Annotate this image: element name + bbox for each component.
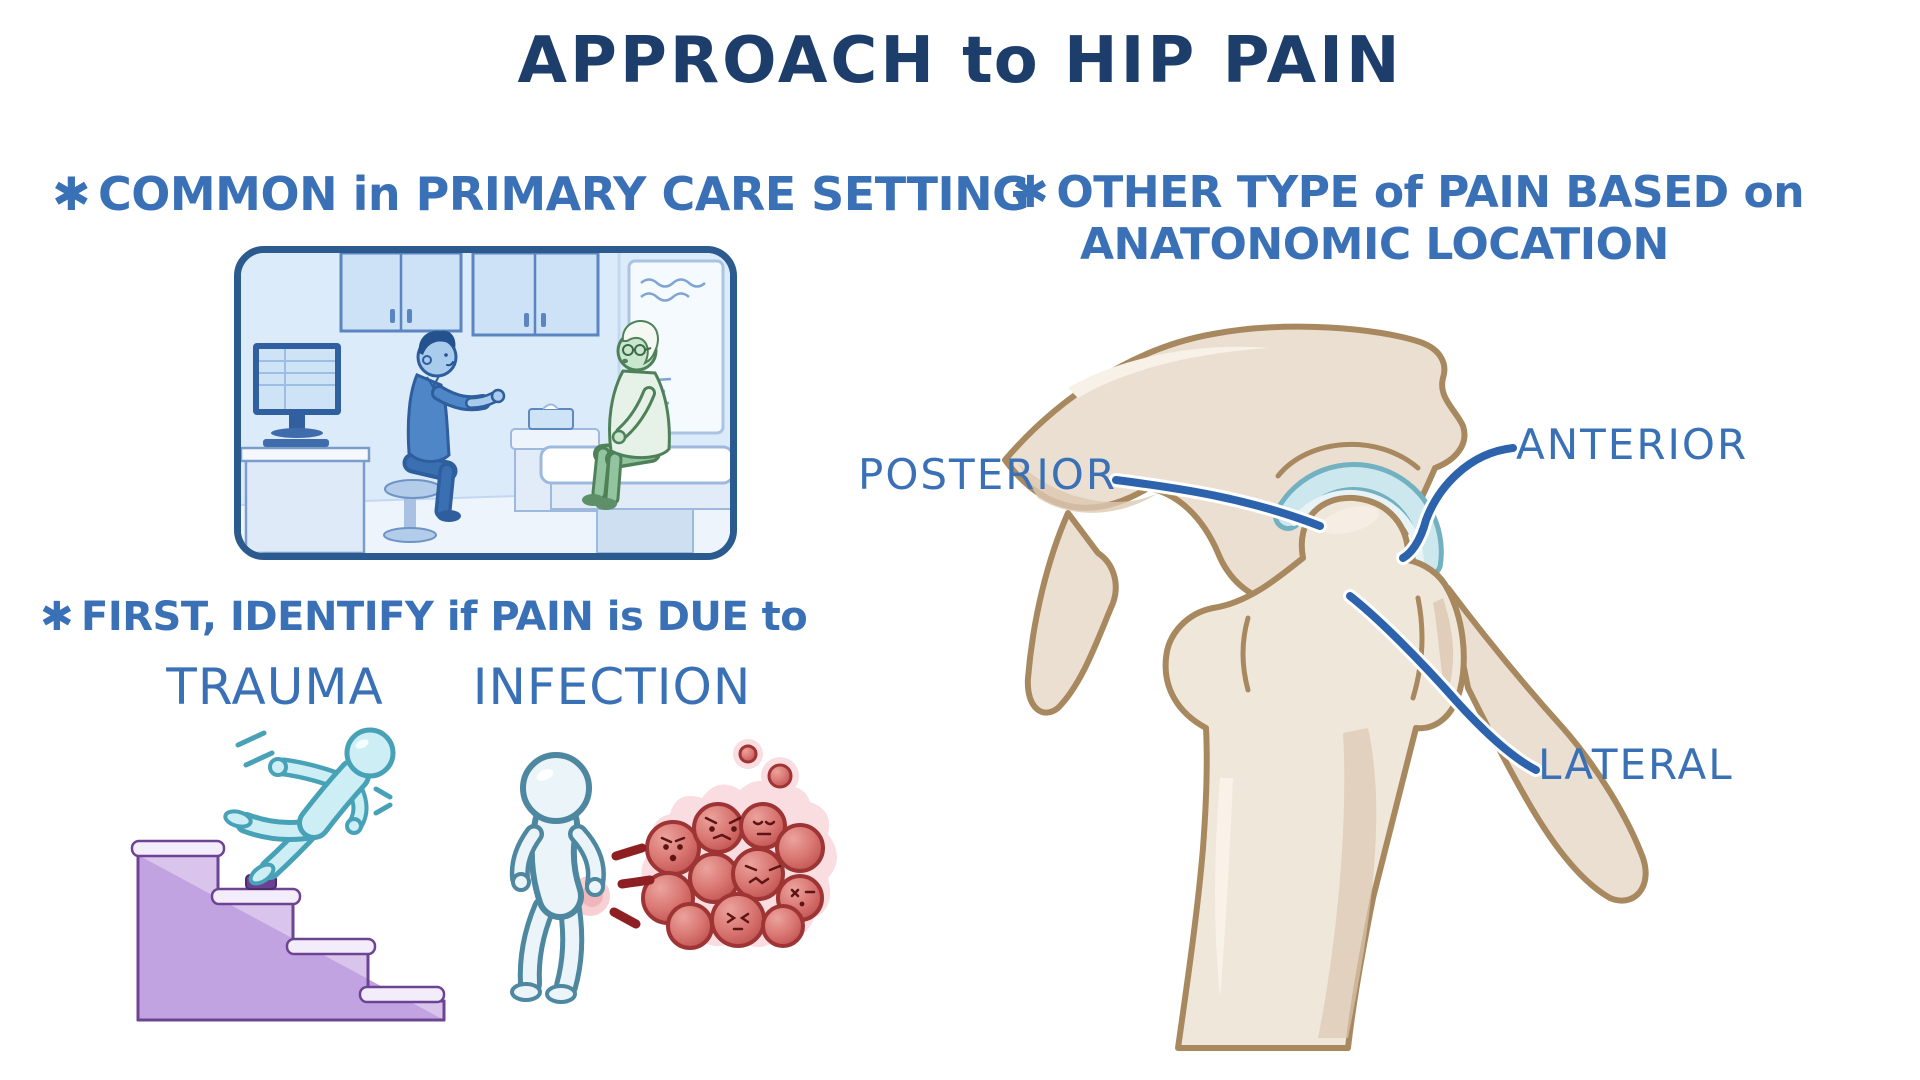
computer-desk	[241, 343, 371, 553]
upper-cabinets	[339, 253, 600, 337]
infection-illustration	[509, 739, 837, 1004]
lateral-leader-line	[1346, 592, 1540, 774]
label-posterior: POSTERIOR	[858, 450, 1118, 499]
falling-person	[223, 727, 396, 886]
heading-primary-care: ✱COMMON in PRIMARY CARE SETTING	[52, 167, 1030, 221]
heading-first-identify: ✱FIRST, IDENTIFY if PAIN is DUE to	[40, 594, 808, 640]
posterior-leader-line	[1112, 476, 1324, 530]
bacteria-cluster	[641, 739, 837, 950]
label-infection: INFECTION	[472, 658, 752, 716]
anterior-leader-line	[1399, 444, 1517, 562]
doctor-stool	[383, 479, 442, 543]
heading-anatomic-location: ANATONOMIC LOCATION	[1080, 219, 1669, 270]
clinic-scene-illustration	[241, 253, 730, 553]
person-with-hip-pain	[509, 752, 655, 1004]
hip-anatomy-illustration	[1002, 323, 1649, 1051]
heading-other-type: ✱OTHER TYPE of PAIN BASED on	[1012, 167, 1805, 218]
page-title: APPROACH to HIP PAIN	[517, 24, 1403, 98]
patient-figure	[582, 320, 671, 510]
clinic-illustration-card	[234, 246, 737, 560]
pain-dashes	[609, 843, 655, 929]
bacteria-angry-faces	[660, 816, 816, 931]
stairs	[130, 839, 446, 1022]
label-anterior: ANTERIOR	[1516, 420, 1749, 469]
doctor-figure	[402, 330, 506, 522]
femur-bone	[1162, 494, 1467, 1051]
leader-lines	[1109, 441, 1543, 777]
trauma-stairs-illustration	[130, 727, 446, 1022]
label-lateral: LATERAL	[1538, 740, 1734, 789]
label-trauma: TRAUMA	[166, 658, 384, 716]
